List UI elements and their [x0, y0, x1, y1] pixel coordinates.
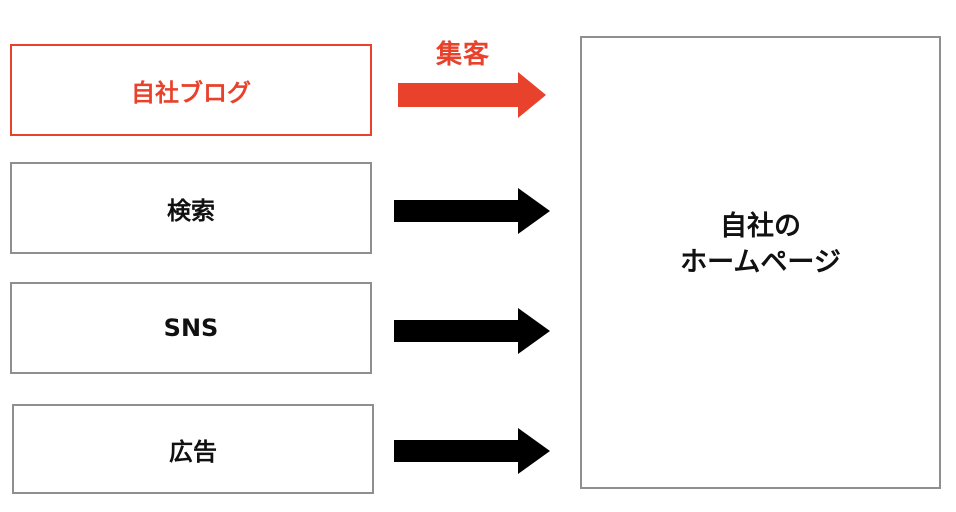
source-box-sns: SNS — [10, 282, 372, 374]
source-label-sns: SNS — [163, 314, 219, 342]
source-box-ads: 広告 — [12, 404, 374, 494]
target-label-line1: 自社の — [720, 210, 801, 242]
flow-label: 集客 — [436, 40, 491, 70]
arrow-ads — [394, 428, 550, 474]
source-box-blog: 自社ブログ — [10, 44, 372, 136]
target-box-homepage: 自社の ホームページ — [580, 36, 941, 489]
source-label-ads: 広告 — [169, 437, 217, 466]
arrow-ads-shape — [394, 428, 550, 474]
arrow-blog — [398, 72, 546, 118]
arrow-sns-shape — [394, 308, 550, 354]
target-label: 自社の ホームページ — [680, 209, 841, 281]
arrow-search — [394, 188, 550, 234]
source-box-search: 検索 — [10, 162, 372, 254]
arrow-search-shape — [394, 188, 550, 234]
target-label-line2: ホームページ — [680, 246, 841, 278]
source-label-search: 検索 — [167, 196, 215, 225]
arrow-sns — [394, 308, 550, 354]
arrow-blog-shape — [398, 72, 546, 118]
source-label-blog: 自社ブログ — [131, 78, 251, 107]
